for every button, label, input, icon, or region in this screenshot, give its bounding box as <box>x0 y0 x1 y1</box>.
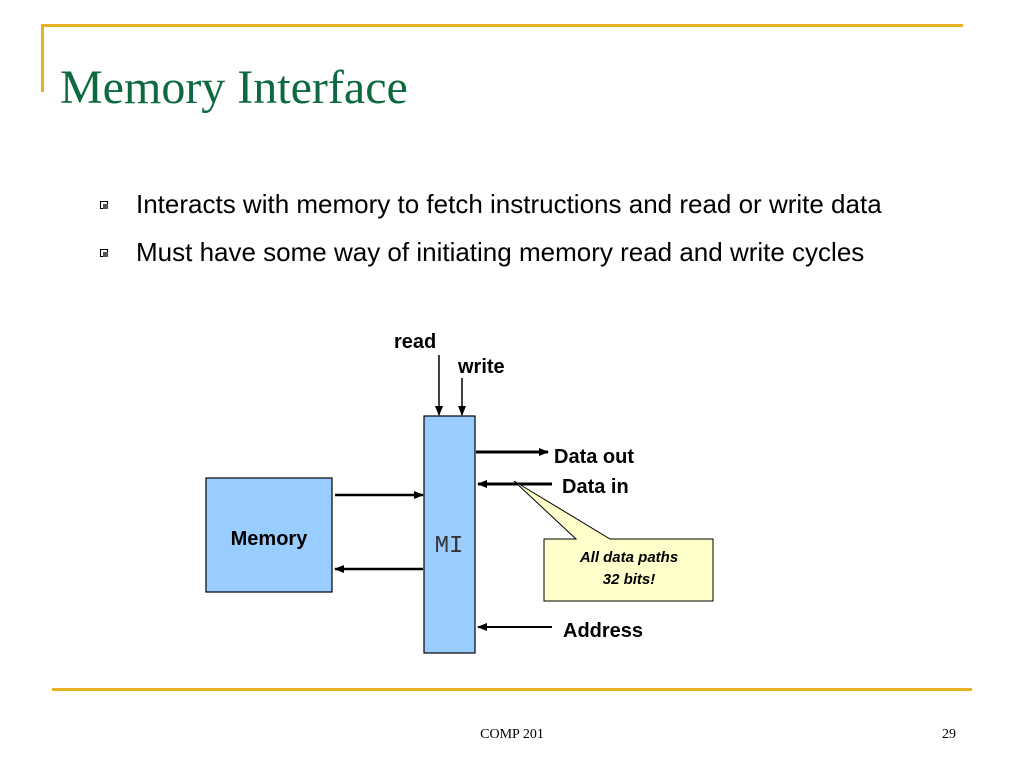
bullet-text: Must have some way of initiating memory … <box>136 237 865 267</box>
data-in-label: Data in <box>562 476 629 498</box>
memory-block <box>205 477 333 593</box>
slide-page-number: 29 <box>942 727 956 742</box>
bullet-text: Interacts with memory to fetch instructi… <box>136 189 882 219</box>
callout-text-line1: All data paths <box>579 549 678 566</box>
address-label: Address <box>563 620 643 642</box>
read-label: read <box>394 331 436 353</box>
slide-title: Memory Interface <box>60 61 408 114</box>
mi-label: MI <box>435 533 464 560</box>
write-label: write <box>457 356 505 378</box>
callout-bubble <box>513 480 714 602</box>
frame-rule-left <box>41 24 44 92</box>
frame-rule-top <box>41 24 963 27</box>
square-bullet-icon <box>100 249 108 257</box>
mi-block <box>423 415 476 654</box>
frame-rule-bottom <box>52 688 972 691</box>
bullet-item: Must have some way of initiating memory … <box>98 235 928 269</box>
footer-course-label: COMP 201 <box>480 727 544 742</box>
square-bullet-icon <box>100 201 108 209</box>
callout-text-line2: 32 bits! <box>603 571 656 588</box>
memory-label: Memory <box>231 528 309 550</box>
bullet-list: Interacts with memory to fetch instructi… <box>98 187 928 283</box>
bullet-item: Interacts with memory to fetch instructi… <box>98 187 928 221</box>
data-out-label: Data out <box>554 446 634 468</box>
